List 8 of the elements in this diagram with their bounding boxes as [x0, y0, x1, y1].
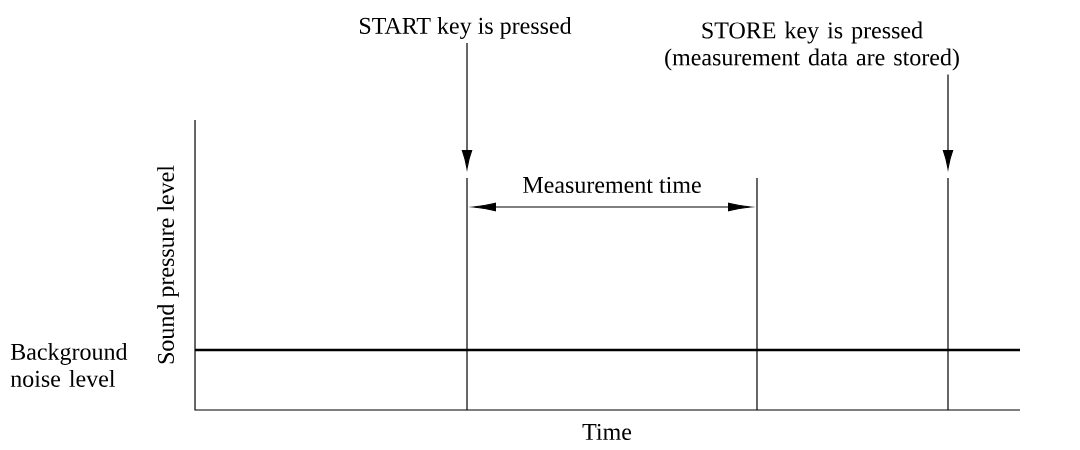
level-label: Background noise level — [10, 343, 128, 387]
arrow — [461, 42, 473, 169]
axis-label: Sound pressure level — [157, 165, 179, 364]
axis-label: Time — [582, 423, 632, 441]
arrow — [942, 74, 954, 169]
annotation-text: STORE key is pressed (measurement data are stored) — [665, 21, 959, 71]
dimension-label: Measurement time — [523, 176, 701, 194]
annotation-text: START key is pressed — [359, 17, 572, 39]
